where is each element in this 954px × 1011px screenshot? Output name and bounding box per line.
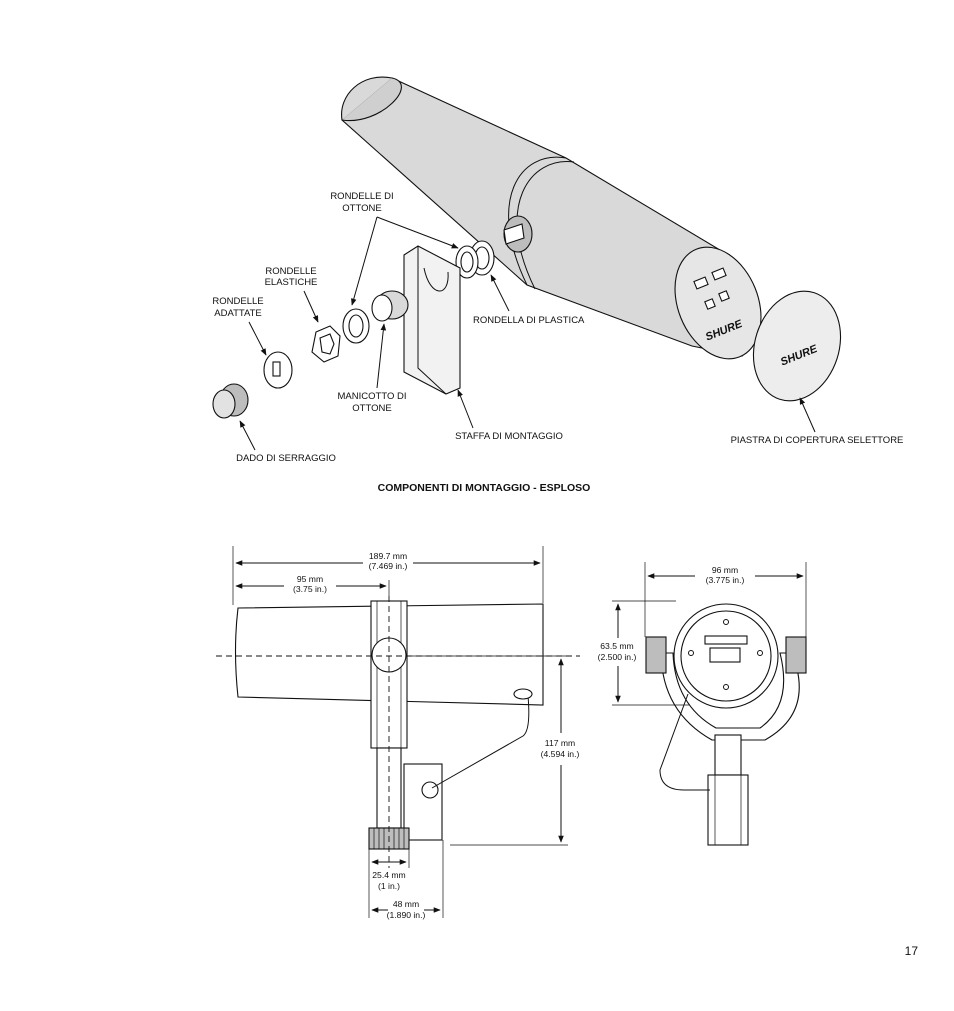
label-lock-nut: DADO DI SERRAGGIO xyxy=(236,453,336,464)
front-view-drawing: 96 mm (3.775 in.) 63.5 mm (2.500 in.) xyxy=(598,562,807,846)
label-adapter-washers-line2: ADATTATE xyxy=(214,308,262,319)
dim-height-in: (4.594 in.) xyxy=(541,749,580,759)
brass-sleeve xyxy=(371,290,409,322)
dim-pivot-mm: 95 mm xyxy=(297,574,323,584)
side-bracket-base xyxy=(403,763,443,841)
arrow-lock-nut xyxy=(239,420,256,451)
dim-front-height-in: (2.500 in.) xyxy=(598,652,637,662)
arrow-cover-plate xyxy=(799,397,816,433)
dim-nut-in: (1 in.) xyxy=(378,881,400,891)
arrow-spring-washer xyxy=(303,290,319,323)
page-number: 17 xyxy=(905,944,919,958)
dim-total-length-in: (7.469 in.) xyxy=(369,561,408,571)
label-spring-washers-line1: RONDELLE xyxy=(265,266,316,277)
label-plastic-washer: RONDELLA DI PLASTICA xyxy=(473,315,585,326)
arrow-adapter-washer xyxy=(248,321,267,356)
dim-front-width-mm: 96 mm xyxy=(712,565,738,575)
side-connector xyxy=(513,688,533,700)
label-adapter-washers-line1: RONDELLE xyxy=(212,296,263,307)
side-view-drawing: 189.7 mm (7.469 in.) 95 mm (3.75 in.) 11… xyxy=(216,546,580,920)
selector-cover-plate: SHURE xyxy=(752,290,842,402)
arrow-plastic-washer xyxy=(490,274,510,312)
microphone-body: SHURE xyxy=(341,76,762,360)
front-switch-bottom xyxy=(709,647,741,663)
front-switch-top xyxy=(704,635,748,645)
front-stand-base xyxy=(707,774,749,846)
side-cable-socket xyxy=(421,781,439,799)
exploded-view: SHURE SHURE xyxy=(212,76,904,494)
arrow-brass-washer-upper xyxy=(376,216,459,249)
dim-total-length-mm: 189.7 mm xyxy=(369,551,407,561)
arrow-mount-bracket xyxy=(457,389,474,429)
front-knob-right xyxy=(785,636,807,674)
arrow-brass-sleeve xyxy=(376,323,387,389)
brass-washer-lower xyxy=(342,308,370,344)
side-yoke xyxy=(370,600,408,749)
front-cable xyxy=(659,693,710,791)
label-brass-sleeve-line2: OTTONE xyxy=(352,403,391,414)
label-brass-washers-line1: RONDELLE DI xyxy=(330,191,393,202)
label-mount-bracket: STAFFA DI MONTAGGIO xyxy=(455,431,563,442)
dim-base-mm: 48 mm xyxy=(393,899,419,909)
front-stand-neck xyxy=(714,734,742,776)
arrow-brass-washer-lower xyxy=(351,216,378,306)
leader-arrows xyxy=(239,216,816,451)
dim-front-height-mm: 63.5 mm xyxy=(600,641,633,651)
lock-nut xyxy=(212,383,249,419)
exploded-title: COMPONENTI DI MONTAGGIO - ESPLOSO xyxy=(378,482,591,494)
dim-pivot-in: (3.75 in.) xyxy=(293,584,327,594)
side-cable xyxy=(431,695,530,789)
dim-base-in: (1.890 in.) xyxy=(387,910,426,920)
brass-washer-upper xyxy=(455,245,479,279)
label-brass-washers-line2: OTTONE xyxy=(342,203,381,214)
dim-nut-mm: 25.4 mm xyxy=(372,870,405,880)
spring-washer xyxy=(311,325,341,363)
dim-height-mm: 117 mm xyxy=(545,738,575,748)
dim-front-width-in: (3.775 in.) xyxy=(706,575,745,585)
label-cover-plate: PIASTRA DI COPERTURA SELETTORE xyxy=(731,435,904,446)
front-knob-left xyxy=(645,636,667,674)
mounting-bracket xyxy=(403,245,461,395)
adapter-washer xyxy=(263,351,293,389)
label-brass-sleeve-line1: MANICOTTO DI xyxy=(338,391,407,402)
label-spring-washers-line2: ELASTICHE xyxy=(265,277,318,288)
